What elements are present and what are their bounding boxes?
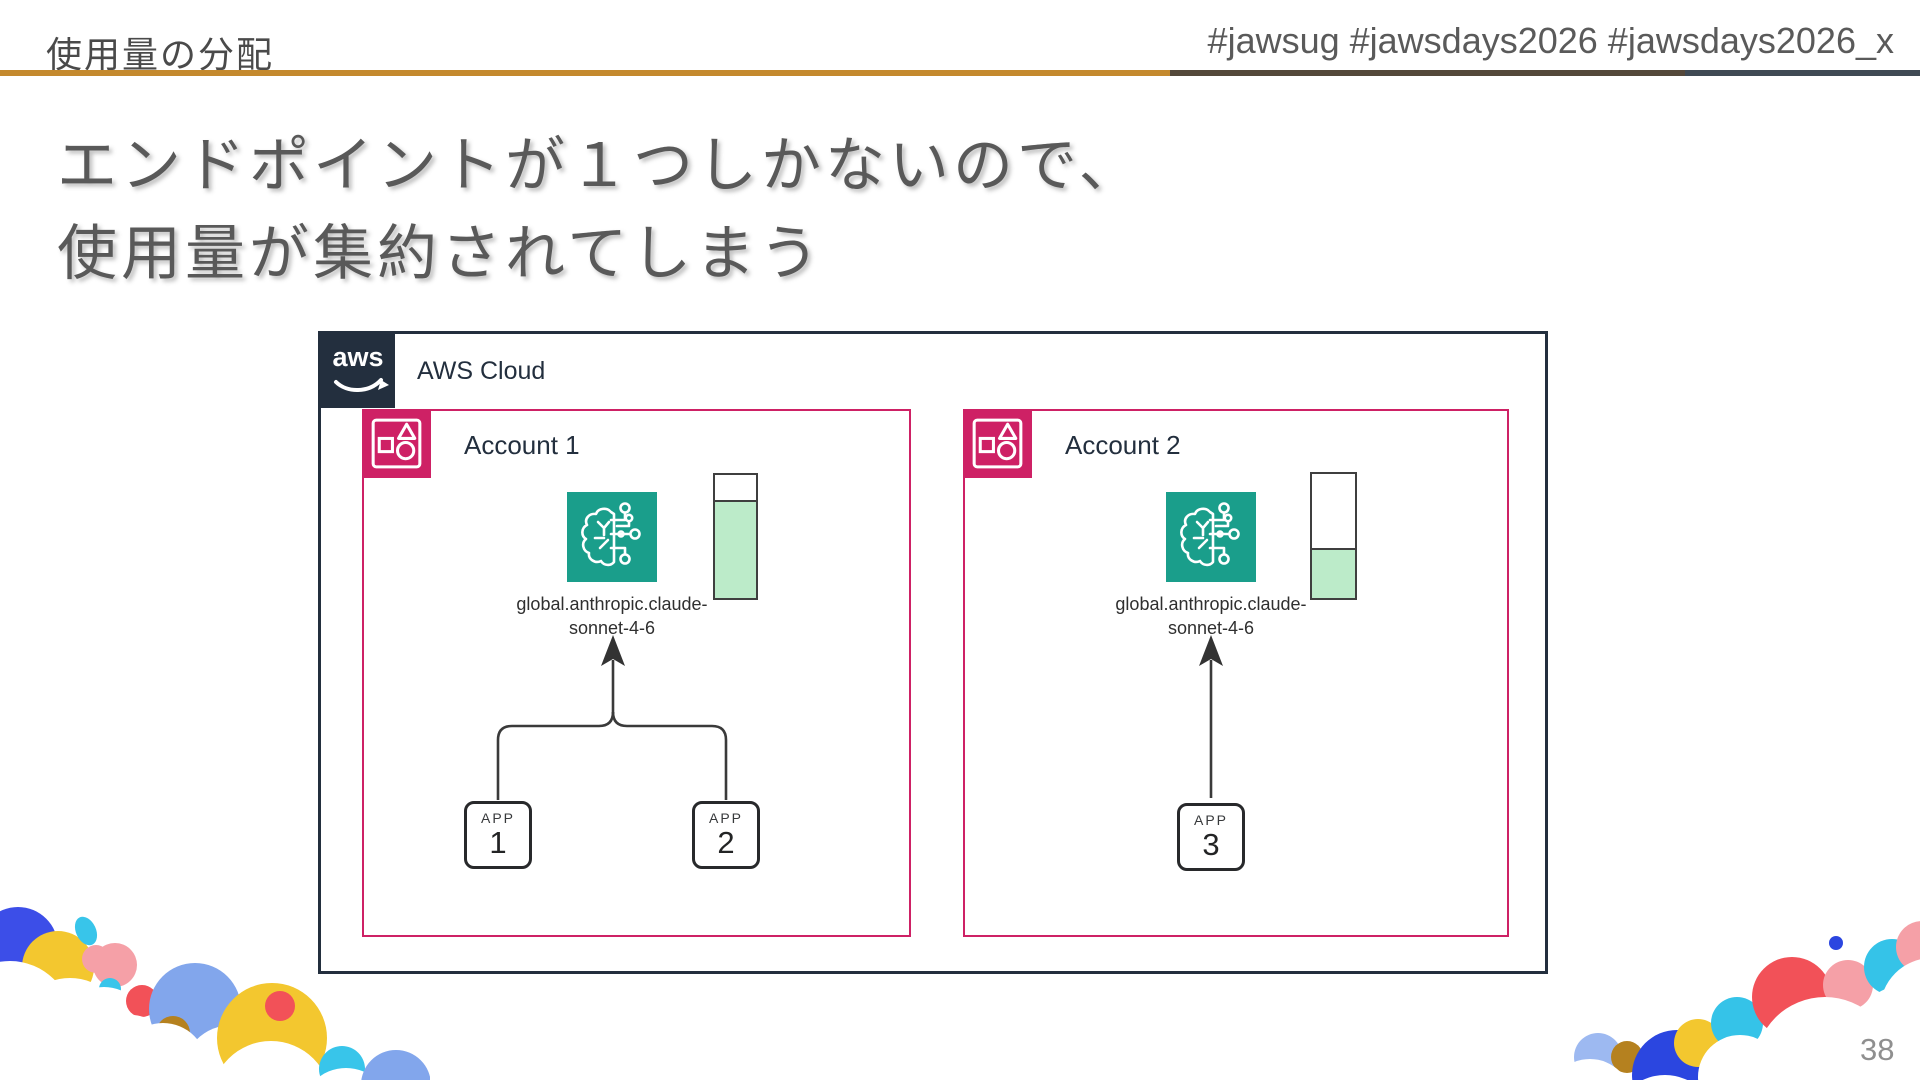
- aws-smile-icon: [334, 378, 389, 392]
- page-title: 使用量の分配: [46, 34, 275, 75]
- aws-cloud-label: AWS Cloud: [417, 357, 546, 385]
- header-rule-gold: [0, 70, 1170, 76]
- aws-logo-text: aws: [332, 342, 384, 372]
- aws-logo-icon: aws: [321, 334, 395, 408]
- model-label-account-2: global.anthropic.claude- sonnet-4-6: [1115, 594, 1307, 638]
- model-label-account-1: global.anthropic.claude- sonnet-4-6: [516, 594, 708, 638]
- hashtags: #jawsug #jawsdays2026 #jawsdays2026_x: [1207, 20, 1894, 61]
- model-brain-circuit-icon: [567, 492, 657, 582]
- header-rule-brown: [1170, 70, 1685, 76]
- account-icon: [962, 408, 1032, 478]
- model-brain-circuit-icon: [1166, 492, 1256, 582]
- usage-gauge-fill: [715, 499, 756, 598]
- slide-title: エンドポイントが１つしかないので、 使用量が集約されてしまう: [57, 122, 1143, 298]
- slide-title-line2: 使用量が集約されてしまう: [57, 220, 824, 287]
- usage-gauge-account-1: [713, 473, 758, 600]
- account-1-box: Account 1: [361, 408, 911, 937]
- header-rule-slate: [1685, 70, 1920, 76]
- slide-title-line1: エンドポイントが１つしかないので、: [57, 132, 1143, 199]
- page-number: 38: [1860, 1032, 1895, 1067]
- usage-gauge-fill: [1312, 548, 1355, 598]
- account-2-label: Account 2: [1065, 430, 1181, 460]
- app-1-box: APP 1: [464, 801, 532, 869]
- app-2-box: APP 2: [692, 801, 760, 869]
- account-icon: [361, 408, 431, 478]
- account-1-label: Account 1: [464, 430, 580, 460]
- app-3-box: APP 3: [1177, 803, 1245, 871]
- usage-gauge-account-2: [1310, 472, 1357, 600]
